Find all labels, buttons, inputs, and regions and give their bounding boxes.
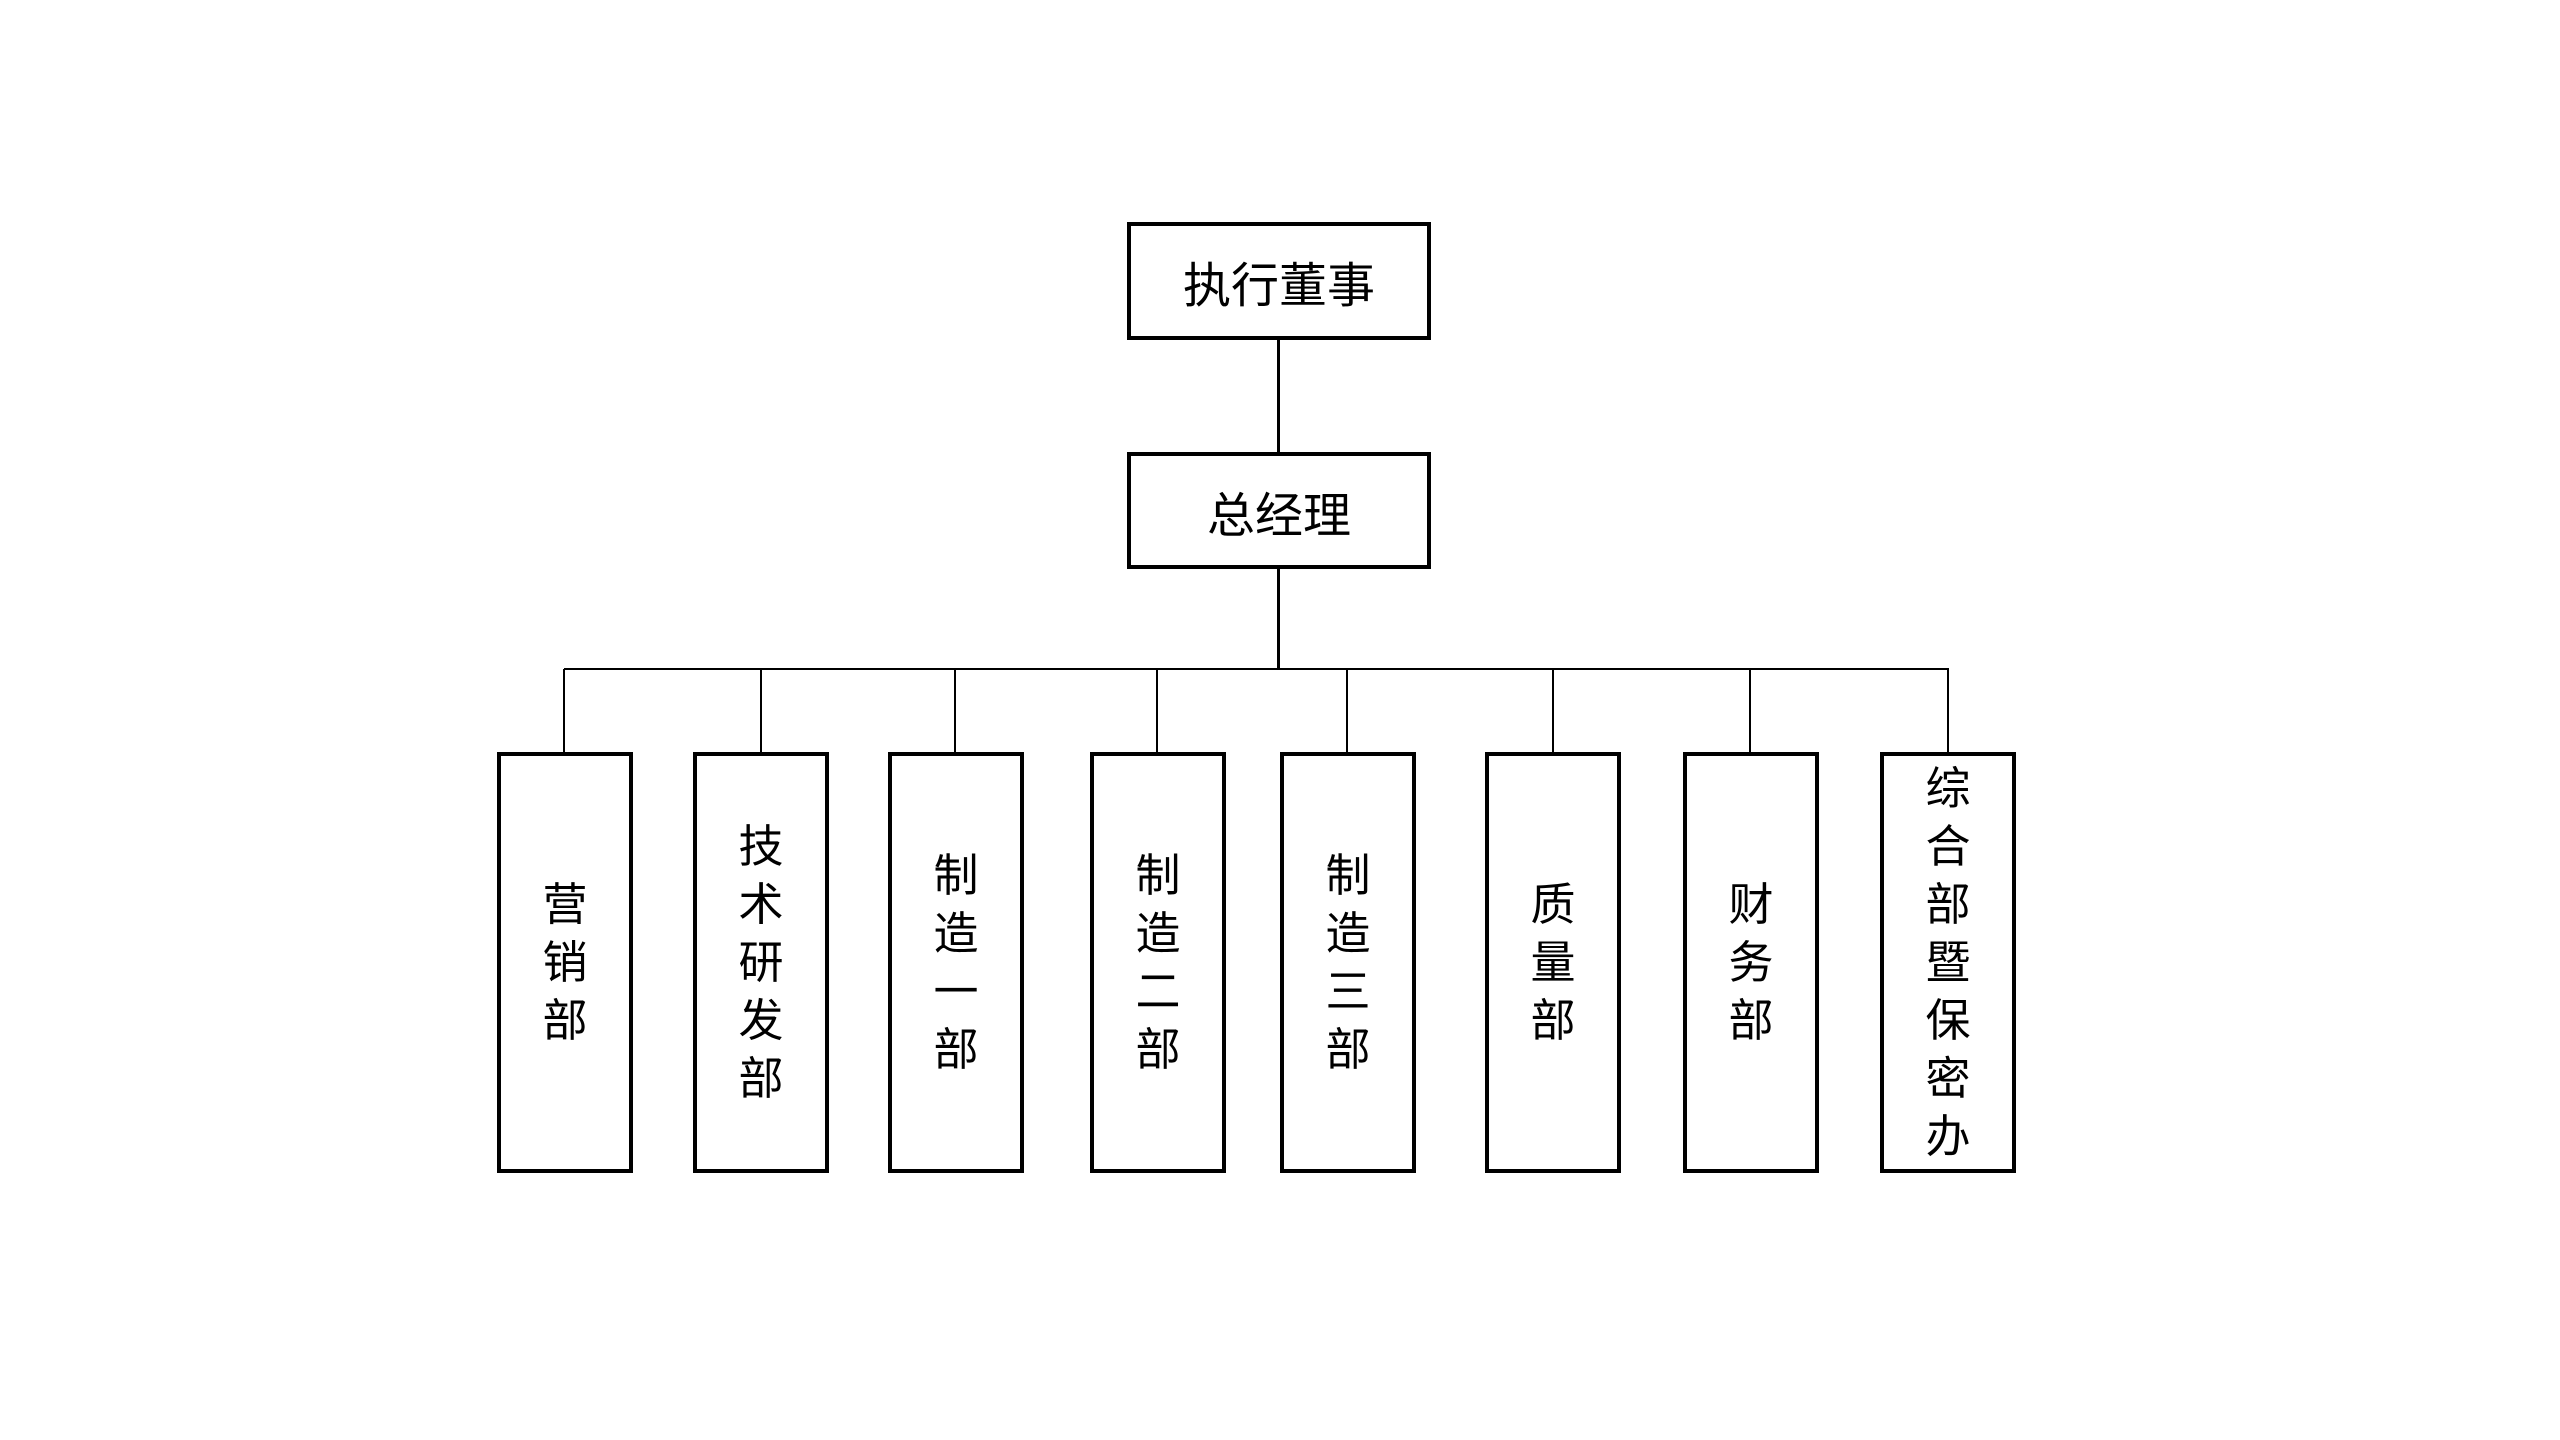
dept-label: 技术研发部	[738, 820, 784, 1104]
dept-box: 技术研发部	[693, 752, 829, 1173]
dept-box: 制造二部	[1090, 752, 1226, 1173]
org-node-executive-director: 执行董事	[1127, 222, 1431, 340]
connector-drop	[1346, 669, 1348, 753]
dept-label: 制造二部	[1135, 849, 1181, 1075]
dept-box: 营销部	[497, 752, 633, 1173]
connector-drop	[563, 669, 565, 753]
dept-label: 制造三部	[1325, 849, 1371, 1075]
connector-drop	[954, 669, 956, 753]
org-node-label: 执行董事	[1182, 260, 1375, 313]
dept-box: 财务部	[1683, 752, 1819, 1173]
connector-exec-to-gm	[1277, 340, 1280, 452]
connector-drop	[1156, 669, 1158, 753]
org-node-label: 总经理	[1206, 489, 1351, 543]
connector-drop	[760, 669, 762, 753]
dept-label: 营销部	[542, 878, 588, 1046]
connector-drop	[1947, 669, 1949, 753]
dept-label: 质量部	[1530, 878, 1576, 1046]
connector-gm-to-bar	[1277, 569, 1280, 669]
dept-label: 财务部	[1728, 878, 1774, 1046]
dept-label: 制造一部	[933, 849, 979, 1075]
connector-drop	[1552, 669, 1554, 753]
dept-box: 质量部	[1485, 752, 1621, 1173]
connector-drop	[1749, 669, 1751, 753]
dept-label: 综合部暨保密办	[1925, 762, 1971, 1162]
dept-box: 制造一部	[888, 752, 1024, 1173]
connector-horizontal-bar	[564, 668, 1949, 670]
dept-box: 综合部暨保密办	[1880, 752, 2016, 1173]
org-node-general-manager: 总经理	[1127, 452, 1431, 569]
dept-box: 制造三部	[1280, 752, 1416, 1173]
